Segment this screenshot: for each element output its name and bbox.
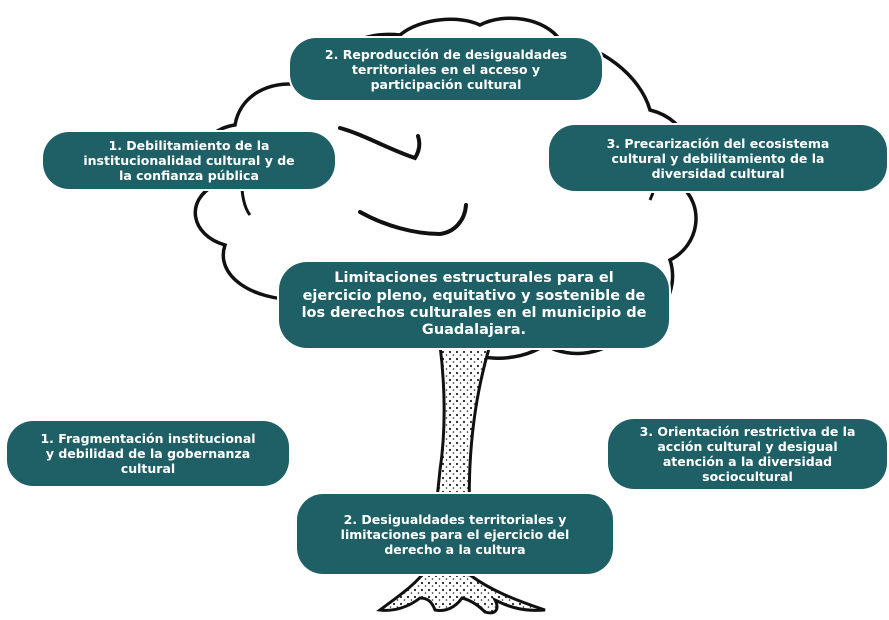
cause-3-text: 3. Orientación restrictiva de la acción …	[639, 424, 856, 484]
branch-stroke-lower	[358, 203, 468, 237]
central-problem-text: Limitaciones estructurales para el ejerc…	[301, 270, 647, 339]
cause-box-2: 2. Desigualdades territoriales y limitac…	[297, 494, 613, 574]
branch-stroke-upper	[338, 126, 422, 161]
effect-box-1: 1. Debilitamiento de la institucionalida…	[43, 132, 335, 189]
cause-1-text: 1. Fragmentación institucional y debilid…	[40, 431, 256, 476]
effect-1-text: 1. Debilitamiento de la institucionalida…	[83, 138, 295, 183]
effect-box-3: 3. Precarización del ecosistema cultural…	[549, 125, 887, 191]
central-problem-box: Limitaciones estructurales para el ejerc…	[279, 262, 669, 348]
cause-box-3: 3. Orientación restrictiva de la acción …	[608, 419, 887, 489]
effect-2-text: 2. Reproducción de desigualdades territo…	[324, 46, 568, 92]
tree-roots	[376, 568, 546, 615]
effect-3-text: 3. Precarización del ecosistema cultural…	[606, 135, 830, 181]
effect-box-2: 2. Reproducción de desigualdades territo…	[290, 38, 602, 100]
cause-2-text: 2. Desigualdades territoriales y limitac…	[340, 511, 570, 557]
cause-box-1: 1. Fragmentación institucional y debilid…	[7, 421, 289, 486]
